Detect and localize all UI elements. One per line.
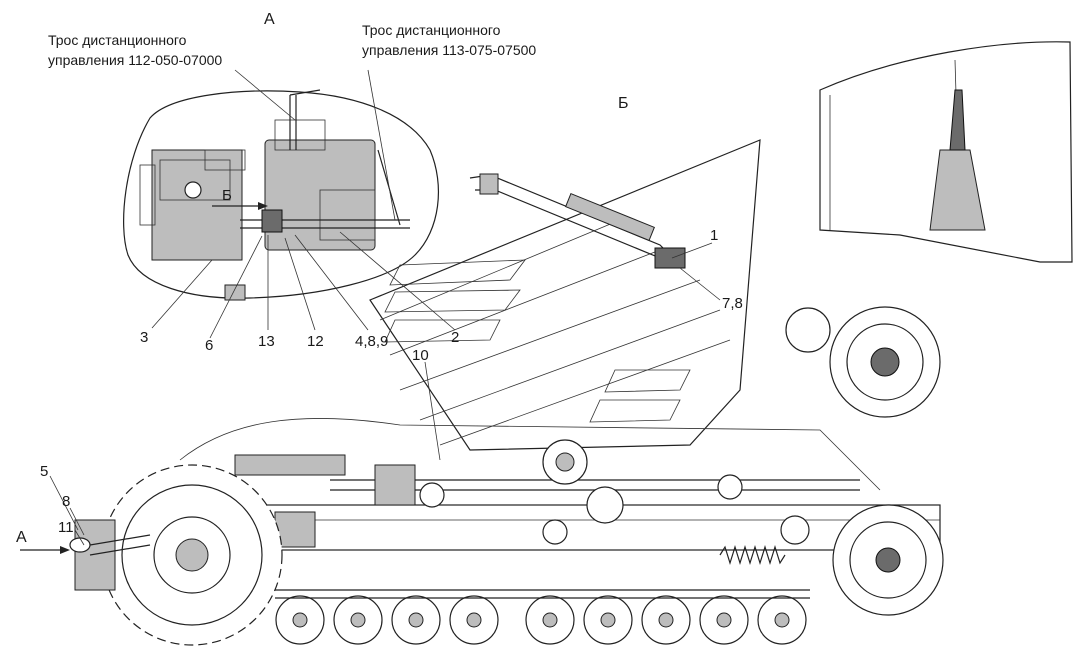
callout-5: 5 (40, 463, 49, 480)
view-label-a: А (264, 11, 275, 28)
callout-3: 3 (140, 329, 149, 346)
seat-and-cab (369, 41, 1073, 451)
cable-note-right-line1: Трос дистанционного (362, 22, 501, 38)
cable-note-right-line2: управления 113-075-07500 (362, 42, 537, 58)
callout-1: 1 (710, 227, 719, 244)
tractor-chassis (20, 306, 944, 646)
callout-2: 2 (451, 329, 460, 346)
cable-note-left: Трос дистанционного управления 112-050-0… (48, 30, 222, 70)
callout-6: 6 (205, 337, 214, 354)
view-label-b: Б (618, 95, 629, 112)
cable-note-left-line2: управления 112-050-07000 (48, 52, 223, 68)
cable-note-right: Трос дистанционного управления 113-075-0… (362, 20, 536, 60)
detail-view-a (123, 89, 440, 301)
callout-10: 10 (412, 347, 429, 364)
inset-label-b: Б (222, 187, 232, 204)
callout-8: 8 (62, 493, 71, 510)
callout-7-8: 7,8 (722, 295, 743, 312)
callout-13: 13 (258, 333, 275, 350)
leader-lines (49, 69, 721, 546)
callout-11: 11 (58, 519, 74, 536)
callout-12: 12 (307, 333, 324, 350)
cable-note-left-line1: Трос дистанционного (48, 32, 187, 48)
arrow-label-a: А (16, 529, 27, 546)
callout-4-8-9: 4,8,9 (355, 333, 389, 350)
road-wheels (275, 595, 807, 645)
